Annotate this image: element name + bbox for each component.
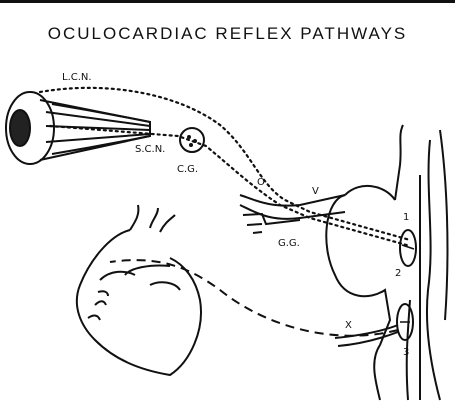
- label-3: 3: [403, 347, 409, 358]
- label-o: O: [257, 177, 265, 188]
- label-v: V: [312, 186, 319, 197]
- nuclei: [397, 230, 416, 340]
- label-cg: C.G.: [177, 164, 198, 175]
- efferent-pathway: [110, 260, 398, 336]
- eye-drawing: [6, 92, 150, 164]
- label-scn: S.C.N.: [135, 144, 165, 155]
- heart-drawing: [77, 205, 201, 375]
- brainstem-outline: [326, 125, 447, 400]
- label-1: 1: [403, 212, 409, 223]
- label-gg: G.G.: [278, 238, 300, 249]
- ciliary-ganglion: [180, 128, 204, 152]
- label-2: 2: [395, 268, 401, 279]
- label-lcn: L.C.N.: [62, 72, 92, 83]
- label-x: X: [345, 320, 352, 331]
